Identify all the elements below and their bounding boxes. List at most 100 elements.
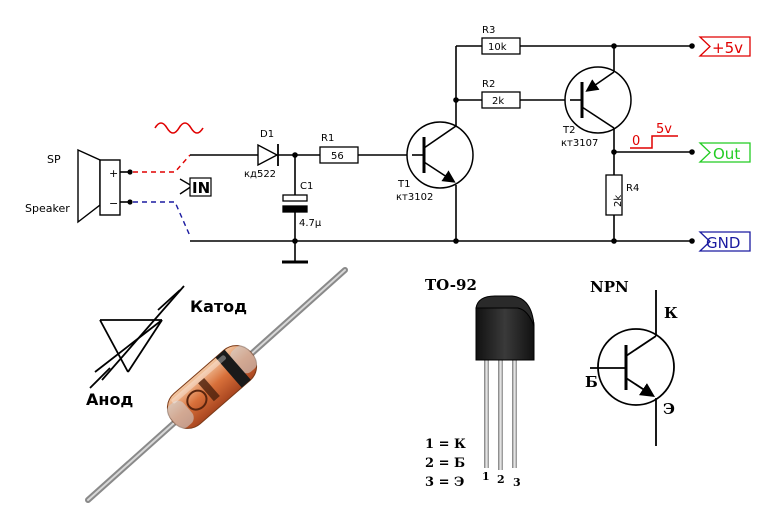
transistor-t1-emitter [423,161,456,183]
diode-symbol-axis [101,285,185,381]
input-port: IN [179,177,212,197]
resistor-r2: 2k R2 [481,79,521,109]
speaker-minus-terminal [127,199,133,205]
transistor-t1-label: T1 [397,179,410,190]
diode-photo-reflection [171,355,226,404]
input-port-label: IN [192,179,210,197]
diode-cathode-label: Катод [190,297,247,316]
diode-symbol-anode-lead [89,367,111,389]
diode-illustration: Катод Анод [85,267,348,503]
diode-d1-label: D1 [260,129,274,140]
vcc-port-label: +5v [712,39,743,57]
out-port-label: Out [713,145,740,163]
to92-lead-1-label: 1 [482,470,490,483]
vcc-port: +5v [698,36,751,57]
npn-collector-label: К [664,304,678,322]
out-port: Out [698,142,751,163]
speaker-plus-label: + [109,167,118,180]
resistor-r2-label: R2 [482,79,495,90]
speaker-body [99,159,121,216]
transistor-t1-part: кт3102 [396,192,433,203]
diode-photo-chip [198,377,220,402]
resistor-r3: 10k R3 [481,25,521,55]
transistor-t2-collector [581,106,615,129]
gnd-port-label: GND [706,234,740,252]
junction-r4-ground [611,238,617,244]
npn-title: NPN [590,278,629,296]
transistor-t2-emitter [585,71,615,92]
speaker-minus-label: − [109,197,118,210]
resistor-r3-value: 10k [488,42,507,53]
resistor-r4-label: R4 [626,183,639,194]
to92-pin-3 [512,360,517,468]
to92-package: TO-92 1 2 3 1 = К 2 = Б 3 = Э [425,276,535,490]
diode-photo-cathode-band [215,349,251,388]
input-port-box [189,177,212,197]
diode-photo-body [166,345,258,429]
to92-top [475,295,535,327]
gnd-port-shape [698,231,751,252]
gnd-port: GND [698,231,751,252]
transistor-t1-collector [423,125,457,149]
speaker: SP Speaker + − [25,148,133,224]
capacitor-c1: C1 4.7µ [282,155,322,264]
resistor-r4: R4 2k [605,174,639,216]
npn-emitter-label: Э [663,400,675,418]
to92-lead-2-label: 2 [497,473,505,486]
npn-symbol-emitter-diag [625,377,656,397]
resistor-r3-label: R3 [482,25,495,36]
transistor-t2-label: T2 [562,125,575,136]
transistor-t1: T1 кт3102 [396,121,474,203]
diode-photo-end-left [166,400,194,429]
npn-symbol-collector-diag [625,335,657,357]
to92-pin2-legend: 2 = Б [425,456,465,471]
out-terminal [689,149,695,155]
diode-d1-part: кд522 [244,169,276,180]
output-pulse-high-label: 5v [656,122,672,137]
c1-plate-top [282,194,308,202]
speaker-cone [77,148,101,224]
junction-t1-ground [453,238,459,244]
output-pulse-low-label: 0 [632,134,640,149]
resistor-r1-value: 56 [331,151,344,162]
speaker-name-label: Speaker [25,202,70,215]
npn-base-label: Б [585,373,598,391]
transistor-t2-part: кт3107 [561,138,598,149]
diode-symbol-left-edge [99,319,129,373]
capacitor-c1-label: C1 [300,181,313,192]
resistor-r4-value: 2k [613,195,624,207]
diode-symbol-right-edge [127,319,163,373]
to92-pin-2 [498,360,503,470]
speaker-minus-dashed-wire [133,201,191,237]
to92-pin-1 [484,360,489,468]
diode-symbol-cathode-lead [157,289,181,311]
resistor-r1-label: R1 [321,133,334,144]
gnd-terminal [689,238,695,244]
to92-body [475,307,535,361]
out-port-shape [698,142,751,163]
speaker-plus-terminal [127,169,133,175]
junction-c1-ground [292,238,298,244]
speaker-plus-dashed-wire [133,154,191,173]
diode-anode-label: Анод [86,390,133,409]
to92-title: TO-92 [425,276,477,294]
output-pulse: 0 5v [630,122,678,149]
vcc-terminal [689,43,695,49]
output-pulse-wave [630,135,678,149]
capacitor-c1-value: 4.7µ [299,218,322,229]
to92-lead-3-label: 3 [513,476,521,489]
to92-pin1-legend: 1 = К [425,437,466,452]
npn-symbol: NPN К Б Э [585,278,678,446]
resistor-r2-value: 2k [492,96,504,107]
vcc-port-shape [698,36,751,57]
to92-pin3-legend: 3 = Э [425,475,464,490]
resistor-r1: 56 R1 [319,133,359,164]
diode-d1-triangle [257,143,279,167]
npn-symbol-circle [597,328,675,406]
input-signal-wave [154,122,204,134]
diode-symbol-cathode-bar [94,319,163,373]
c1-plate-bottom [282,205,308,213]
diode-symbol [89,285,185,389]
transistor-t2: T2 кт3107 [561,66,632,149]
